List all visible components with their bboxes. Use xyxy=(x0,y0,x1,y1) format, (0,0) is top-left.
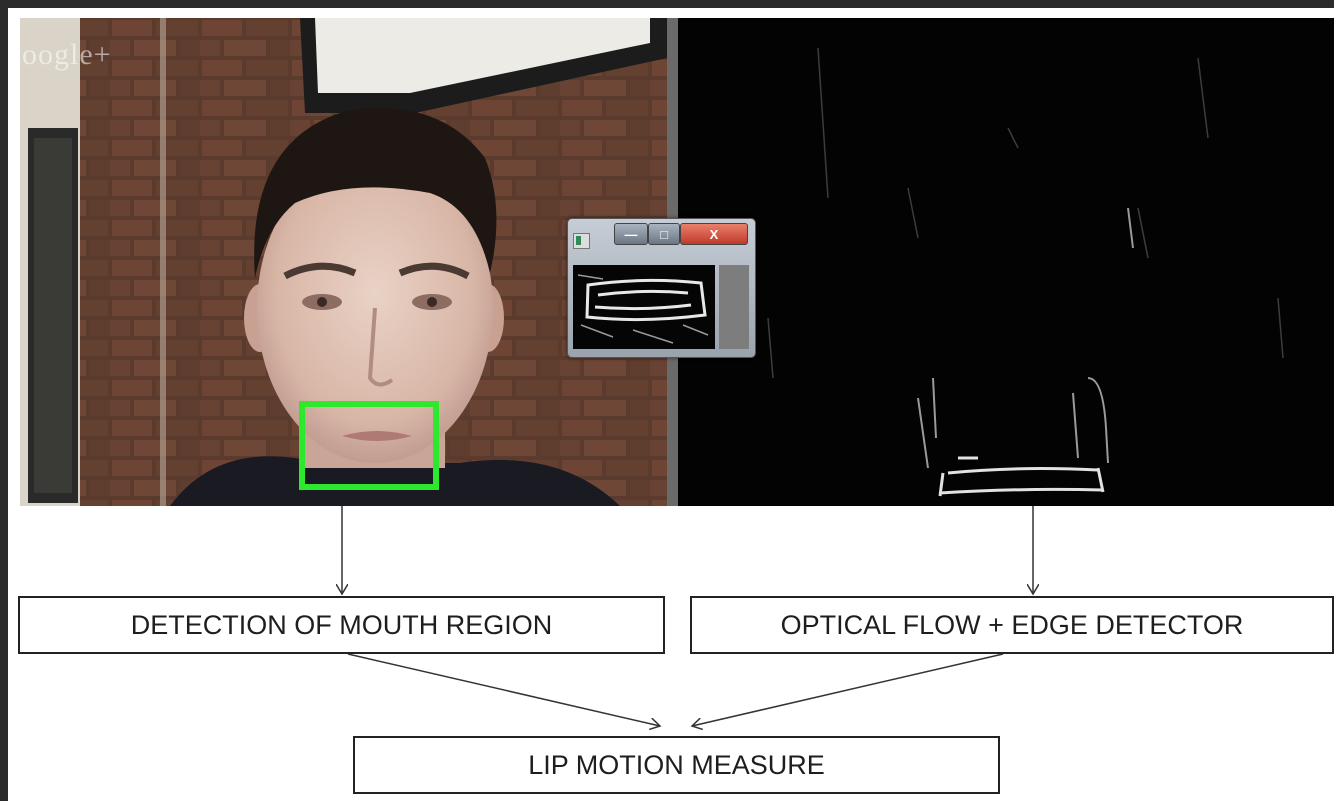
minimize-button[interactable]: — xyxy=(614,223,648,245)
optical-flow-image xyxy=(678,18,1334,506)
arrow-mouth-to-lip xyxy=(347,653,660,726)
diagram-canvas: oogle+ xyxy=(8,8,1334,801)
close-button[interactable]: X xyxy=(680,223,748,245)
mouth-detection-box xyxy=(299,401,439,490)
app-icon xyxy=(573,233,590,249)
webcam-image xyxy=(20,18,667,506)
edge-preview-window: — □ X xyxy=(567,218,756,358)
webcam-frame: oogle+ xyxy=(20,18,667,506)
maximize-button[interactable]: □ xyxy=(648,223,680,245)
mouth-edge-preview xyxy=(573,265,715,349)
arrow-detector-to-lip xyxy=(692,653,1004,726)
optical-flow-edge-detector-box: OPTICAL FLOW + EDGE DETECTOR xyxy=(690,596,1334,654)
google-plus-watermark: oogle+ xyxy=(22,38,112,71)
preview-side-panel xyxy=(719,265,749,349)
lip-motion-measure-box: LIP MOTION MEASURE xyxy=(353,736,1000,794)
optical-flow-frame xyxy=(678,18,1334,506)
detection-of-mouth-region-box: DETECTION OF MOUTH REGION xyxy=(18,596,665,654)
